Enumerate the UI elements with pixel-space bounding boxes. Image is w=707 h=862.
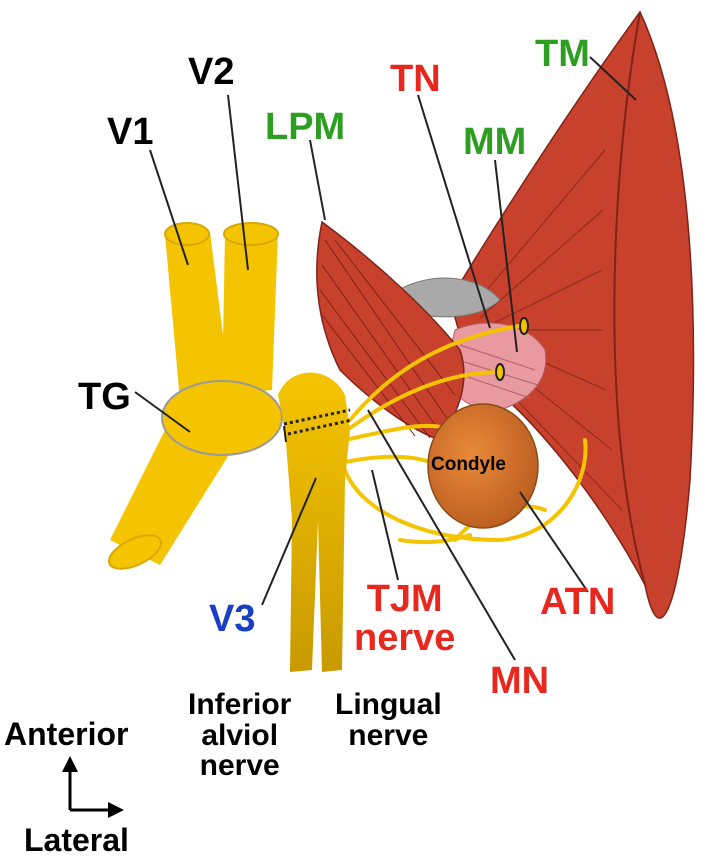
v2-root-end	[223, 222, 279, 246]
label-tm: TM	[535, 33, 590, 75]
mn-nerve-ending	[495, 363, 505, 381]
v1-root-end	[164, 222, 210, 246]
label-v2: V2	[188, 51, 235, 93]
leader-lines	[134, 56, 637, 661]
orientation-axis	[62, 756, 124, 818]
masseter-muscle	[444, 322, 547, 411]
condyle	[427, 403, 539, 529]
label-lingual-line1: Lingual	[335, 688, 442, 721]
label-tg: TG	[78, 376, 131, 418]
trigeminal-nerve	[108, 222, 283, 570]
label-lpm: LPM	[265, 106, 346, 148]
label-tjm-line2: nerve	[354, 616, 456, 659]
label-inferior-line1: Inferior	[188, 688, 292, 721]
temporalis-muscle	[449, 10, 695, 619]
label-mm: MM	[463, 121, 527, 163]
label-axis-anterior: Anterior	[4, 716, 129, 752]
label-v1: V1	[107, 111, 154, 153]
label-mn: MN	[490, 660, 550, 702]
label-inferior-line3: nerve	[199, 749, 280, 783]
label-atn: ATN	[540, 581, 616, 623]
label-inferior-alviol-nerve: Inferior alviol nerve	[188, 688, 292, 783]
label-axis-lateral: Lateral	[24, 822, 129, 858]
v3-mandibular-nerve	[278, 372, 353, 672]
label-lingual-line2: nerve	[348, 718, 429, 752]
label-condyle: Condyle	[431, 454, 506, 475]
label-inferior-line2: alviol	[201, 718, 279, 752]
trigeminal-ganglion	[161, 380, 283, 456]
tn-nerve-ending	[519, 317, 529, 335]
label-tjm-line1: TJM	[366, 578, 443, 620]
label-tn: TN	[390, 58, 441, 100]
label-lingual-nerve: Lingual nerve	[335, 688, 442, 752]
label-tjm-nerve: TJM nerve	[354, 580, 455, 658]
label-v3: V3	[209, 598, 256, 640]
